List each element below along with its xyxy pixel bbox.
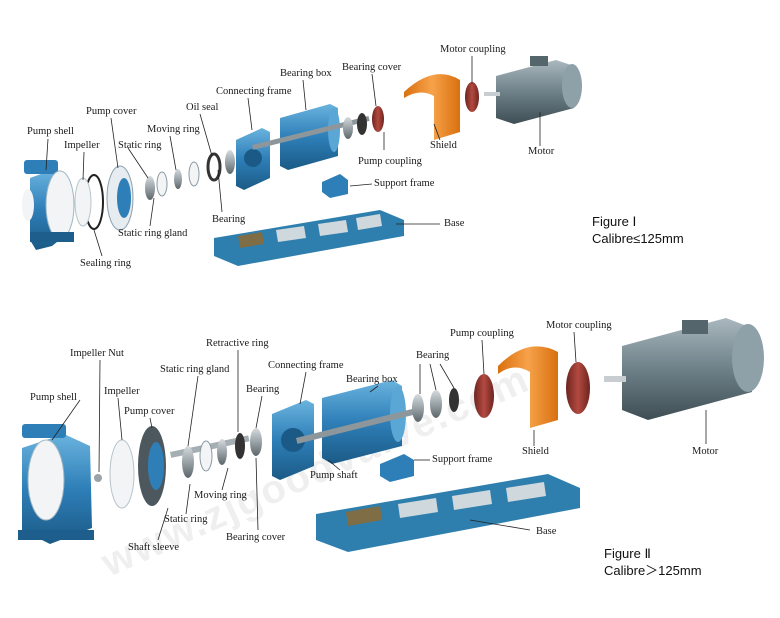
fig1-support-frame	[322, 174, 348, 198]
fig2-label-shaft-sleeve: Shaft sleeve	[128, 542, 180, 553]
fig1-title: Figure Ⅰ	[592, 214, 637, 229]
leader-lines	[45, 56, 707, 541]
fig2-label-support-frame: Support frame	[432, 454, 493, 465]
fig2-motor-coupling	[566, 362, 590, 414]
fig1-impeller	[74, 177, 92, 227]
fig1-shield	[404, 74, 460, 140]
fig1-label-motor: Motor	[528, 146, 555, 157]
fig2-connecting-frame	[272, 400, 314, 480]
fig2-label-shield: Shield	[522, 446, 549, 457]
fig1-subtitle: Calibre≤125mm	[592, 231, 684, 246]
fig1-label-static-ring: Static ring	[118, 140, 162, 151]
fig1-label-connecting-frame: Connecting frame	[216, 86, 292, 97]
fig1-label-bearing: Bearing	[212, 214, 246, 225]
fig2-label-bearing-top: Bearing	[246, 384, 280, 395]
fig2-bearings-right	[412, 388, 459, 422]
fig1-label-support-frame: Support frame	[374, 178, 435, 189]
fig1-label-bearing-cover: Bearing cover	[342, 62, 402, 73]
fig2-seal-parts	[170, 428, 262, 478]
fig2-label-bearing-right: Bearing	[416, 350, 450, 361]
fig2-label-connecting-frame: Connecting frame	[268, 360, 344, 371]
fig2-label-base: Base	[536, 526, 557, 537]
fig1-label-moving-ring: Moving ring	[147, 124, 200, 135]
fig2-label-impeller-nut: Impeller Nut	[70, 348, 124, 359]
fig2-impeller	[109, 439, 135, 509]
fig2-pump-shell	[18, 424, 94, 544]
fig2-label-impeller: Impeller	[104, 386, 140, 397]
fig2-label-static-ring-gland: Static ring gland	[160, 364, 230, 375]
fig1-label-sealing-ring: Sealing ring	[80, 258, 132, 269]
fig1-label-pump-cover: Pump cover	[86, 106, 137, 117]
fig2-bearing-box	[296, 380, 424, 464]
fig1-pump-shell	[22, 160, 75, 250]
fig1-bearing-cover	[343, 106, 384, 139]
fig1-label-impeller: Impeller	[64, 140, 100, 151]
fig2-support-frame	[380, 454, 414, 482]
fig2-label-pump-shell: Pump shell	[30, 392, 77, 403]
fig2-label-pump-coupling: Pump coupling	[450, 328, 514, 339]
fig2-label-pump-shaft: Pump shaft	[310, 470, 358, 481]
fig1-label-base: Base	[444, 218, 465, 229]
fig2-pump-cover	[138, 426, 166, 506]
fig1-label-oil-seal: Oil seal	[186, 102, 219, 113]
fig2-label-motor-coupling: Motor coupling	[546, 320, 612, 331]
fig2-title: Figure Ⅱ	[604, 546, 651, 561]
fig1-label-pump-coupling: Pump coupling	[358, 156, 422, 167]
fig2-label-bearing-cover: Bearing cover	[226, 532, 286, 543]
fig1-label-static-ring-gland: Static ring gland	[118, 228, 188, 239]
fig1-label-motor-coupling: Motor coupling	[440, 44, 506, 55]
fig1-seal-parts	[145, 150, 235, 200]
fig1-pump-cover	[106, 165, 134, 231]
fig2-label-static-ring: Static ring	[164, 514, 208, 525]
fig1-motor-coupling	[465, 82, 479, 112]
fig2-subtitle: Calibre＞125mm	[604, 563, 702, 578]
fig1-label-pump-shell: Pump shell	[27, 126, 74, 137]
fig2-label-bearing-box: Bearing box	[346, 374, 398, 385]
fig1-bearing-box	[252, 104, 370, 170]
fig1-label-shield: Shield	[430, 140, 457, 151]
fig2-pump-coupling	[474, 374, 494, 418]
fig2-motor	[604, 318, 764, 420]
fig2-label-pump-cover: Pump cover	[124, 406, 175, 417]
fig1-connecting-frame	[236, 128, 270, 190]
fig2-label-moving-ring: Moving ring	[194, 490, 247, 501]
fig1-label-bearing-box: Bearing box	[280, 68, 332, 79]
fig2-shield	[498, 346, 558, 428]
fig1-base	[214, 210, 404, 266]
fig2-impeller-nut	[94, 474, 102, 482]
fig2-label-retractive-ring: Retractive ring	[206, 338, 269, 349]
fig2-label-motor: Motor	[692, 446, 719, 457]
fig1-motor	[484, 56, 582, 124]
fig2-base	[316, 474, 580, 552]
